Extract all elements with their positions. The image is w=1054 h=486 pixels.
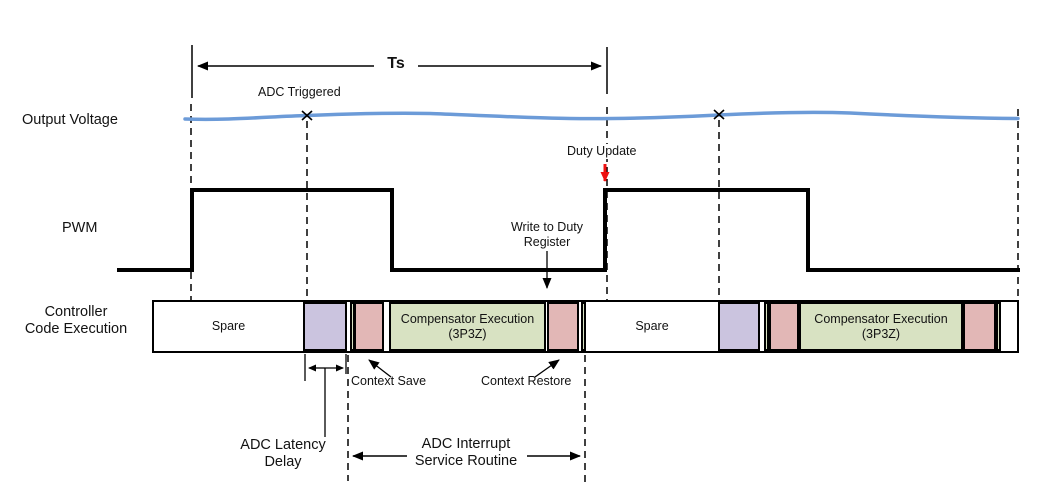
segment-sliver-2 <box>581 302 586 351</box>
segment-compensator-1 <box>389 302 546 351</box>
segment-context-restore-1 <box>547 302 579 351</box>
segment-context-save-2 <box>769 302 799 351</box>
output-voltage-label: Output Voltage <box>22 112 118 128</box>
segment-sliver-3 <box>764 302 769 351</box>
adc-latency-label-line1: ADC Latency <box>240 437 326 453</box>
segment-sliver-4 <box>996 302 1001 351</box>
context-save-label: Context Save <box>351 374 427 388</box>
ts-label: Ts <box>374 55 418 74</box>
adc-trigger-x-mark-1 <box>301 110 313 121</box>
adc-isr-label: ADC Interrupt Service Routine <box>393 436 539 470</box>
compensator-text-1a: Compensator Execution <box>400 312 535 327</box>
write-duty-label: Write to Duty Register <box>497 220 597 250</box>
segment-context-restore-2 <box>963 302 996 351</box>
write-duty-label-line2: Register <box>523 234 571 249</box>
segment-context-save-1 <box>354 302 384 351</box>
compensator-text-1b: (3P3Z) <box>448 326 487 341</box>
adc-trigger-x-mark-2 <box>713 109 725 120</box>
pwm-label: PWM <box>62 220 98 236</box>
compensator-label-1: Compensator Execution (3P3Z) <box>389 302 546 351</box>
controller-label-line1: Controller <box>44 304 108 320</box>
compensator-label-2: Compensator Execution (3P3Z) <box>799 302 963 351</box>
spare-text-2: Spare <box>635 319 669 334</box>
adc-isr-label-line1: ADC Interrupt <box>421 436 511 452</box>
write-duty-label-line1: Write to Duty <box>510 220 583 234</box>
segment-compensator-2 <box>799 302 963 351</box>
output-voltage-trace <box>183 110 1020 122</box>
adc-latency-label-line2: Delay <box>264 454 302 471</box>
compensator-text-2a: Compensator Execution <box>814 312 948 327</box>
adc-triggered-label: ADC Triggered <box>258 85 341 99</box>
adc-isr-label-line2: Service Routine <box>414 453 518 470</box>
duty-update-label: Duty Update <box>565 144 639 159</box>
context-restore-label: Context Restore <box>481 374 572 388</box>
spare-label-2: Spare <box>586 302 718 351</box>
controller-label-line2: Code Execution <box>24 321 128 338</box>
spare-label-1: Spare <box>154 302 303 351</box>
segment-adc-latency-1 <box>303 302 347 351</box>
adc-latency-label: ADC Latency Delay <box>226 437 340 471</box>
compensator-text-2b: (3P3Z) <box>861 326 901 341</box>
execution-bar: Spare Compensator Execution (3P3Z) Spare… <box>152 300 1019 353</box>
segment-adc-latency-2 <box>718 302 760 351</box>
spare-text-1: Spare <box>211 319 246 334</box>
controller-label: Controller Code Execution <box>4 304 148 338</box>
